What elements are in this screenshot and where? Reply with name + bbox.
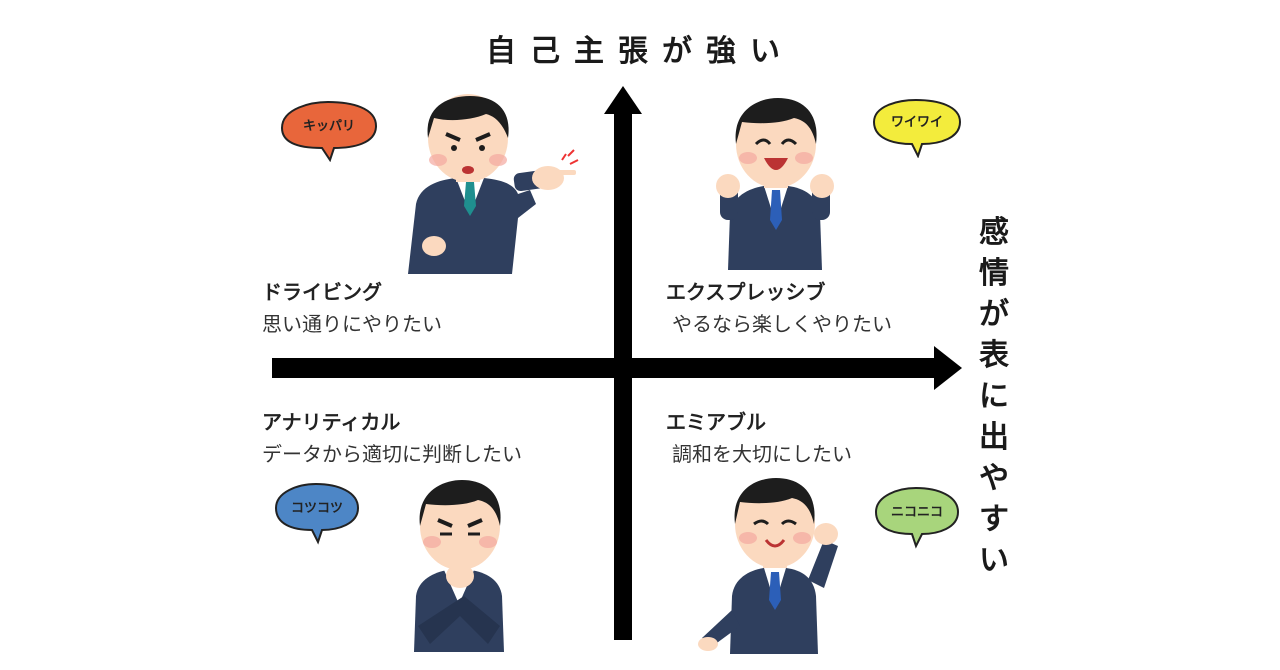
amiable-businessman-illustration xyxy=(698,478,838,654)
horizontal-axis-char: 出 xyxy=(979,420,1009,455)
amiable-description: 調和を大切にしたい xyxy=(672,442,852,466)
driving-description: 思い通りにやりたい xyxy=(262,312,442,336)
bubble-text: ニコニコ xyxy=(891,505,943,520)
horizontal-axis-label: 感 情 が 表 に 出 や す い xyxy=(972,212,1016,581)
driving-speech-bubble: キッパリ xyxy=(280,100,378,162)
horizontal-axis-arrowhead xyxy=(934,346,962,390)
expressive-title: エクスプレッシブ xyxy=(666,280,826,304)
analytical-businessman-illustration xyxy=(414,480,504,652)
driving-businessman-illustration xyxy=(408,94,579,274)
bubble-text: コツコツ xyxy=(291,501,343,516)
analytical-title: アナリティカル xyxy=(262,410,401,434)
bubble-shape xyxy=(280,100,378,162)
bubble-text: ワイワイ xyxy=(891,115,943,130)
vertical-axis-arrowhead xyxy=(604,86,642,114)
amiable-speech-bubble: ニコニコ xyxy=(874,486,960,549)
expressive-speech-bubble: ワイワイ xyxy=(872,98,962,158)
horizontal-axis-line xyxy=(272,358,940,378)
horizontal-axis-char: す xyxy=(979,502,1009,537)
amiable-title: エミアブル xyxy=(666,410,766,434)
expressive-description: やるなら楽しくやりたい xyxy=(672,312,892,336)
horizontal-axis-char: や xyxy=(979,461,1009,496)
horizontal-axis-char: 感 xyxy=(979,215,1009,250)
horizontal-axis-char: 情 xyxy=(979,256,1009,291)
horizontal-axis-char: に xyxy=(979,379,1009,414)
bubble-text: キッパリ xyxy=(303,119,355,134)
analytical-speech-bubble: コツコツ xyxy=(274,482,360,545)
driving-title: ドライビング xyxy=(262,280,382,304)
horizontal-axis-char: が xyxy=(979,297,1009,332)
bubble-shape xyxy=(874,486,960,549)
analytical-description: データから適切に判断したい xyxy=(262,442,522,466)
bubble-shape xyxy=(872,98,962,158)
horizontal-axis-char: 表 xyxy=(979,338,1009,373)
horizontal-axis-char: い xyxy=(979,543,1009,578)
bubble-shape xyxy=(274,482,360,545)
vertical-axis-label: 自己主張が強い xyxy=(486,34,794,69)
expressive-businessman-illustration xyxy=(716,98,834,270)
